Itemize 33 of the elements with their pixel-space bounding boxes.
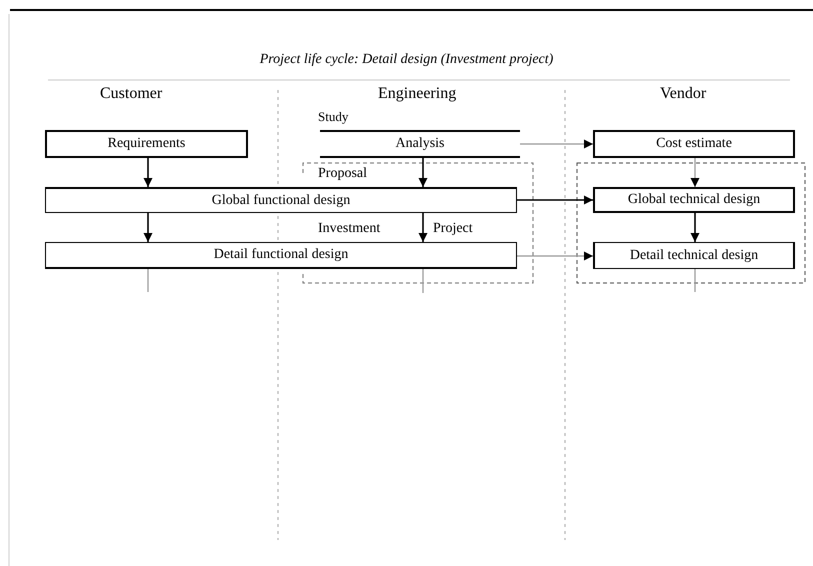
arrow (418, 158, 428, 187)
box-label: Analysis (396, 136, 444, 152)
connector-line (694, 269, 696, 292)
arrow (517, 252, 593, 260)
process-box (45, 187, 517, 213)
phase-label: Project (433, 221, 473, 237)
arrow (144, 158, 152, 187)
arrow (418, 213, 428, 242)
process-box (593, 130, 795, 158)
arrow (144, 213, 152, 242)
process-box (593, 187, 795, 213)
connector-line (147, 269, 149, 292)
lane-heading: Customer (100, 86, 162, 102)
process-box (45, 130, 248, 158)
connector-line (422, 269, 424, 293)
phase-label: Proposal (318, 166, 367, 182)
process-box (593, 242, 795, 269)
box-label: Requirements (108, 136, 186, 152)
arrow (690, 158, 700, 187)
process-box (45, 242, 517, 269)
diagram-title: Project life cycle: Detail design (Investment project) (258, 52, 554, 68)
box-label: Cost estimate (656, 136, 732, 152)
lane-heading: Engineering (378, 86, 456, 102)
box-label: Detail functional design (214, 247, 348, 263)
box-label: Detail technical design (630, 248, 758, 264)
phase-label: Investment (318, 221, 380, 237)
box-label: Global technical design (628, 192, 760, 208)
arrow (517, 196, 593, 204)
arrow (690, 213, 700, 242)
box-label: Global functional design (212, 192, 350, 208)
lane-heading: Vendor (660, 86, 706, 102)
phase-label: Study (318, 110, 348, 124)
arrow (520, 140, 593, 148)
